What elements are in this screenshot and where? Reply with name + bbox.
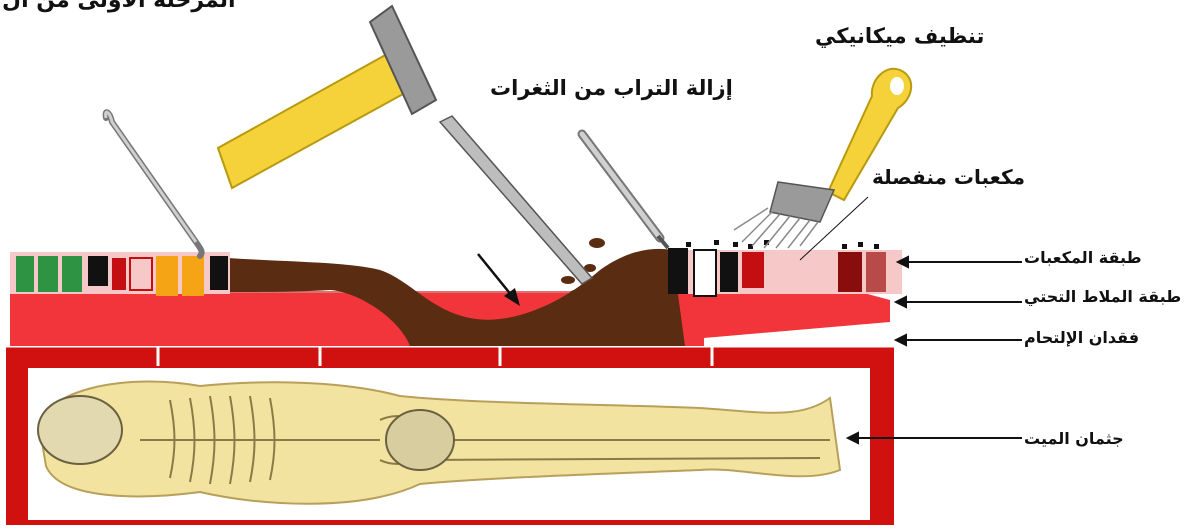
hammer-icon bbox=[218, 6, 436, 188]
spatula-icon bbox=[582, 134, 668, 248]
dental-pick-left-icon bbox=[106, 112, 202, 256]
label-tesserae-layer: طبقة المكعبات bbox=[1024, 248, 1142, 267]
label-loss-of-cohesion: فقدان الإلتحام bbox=[1024, 328, 1139, 347]
label-bedding-mortar: طبقة الملاط التحتي bbox=[1024, 287, 1181, 306]
label-mechanical-cleaning: تنظيف ميكانيكي bbox=[815, 24, 984, 48]
tesserae-layer-left bbox=[10, 252, 230, 296]
label-body: جثمان الميت bbox=[1024, 429, 1124, 448]
tesserae-layer-right bbox=[668, 240, 902, 296]
label-dust-removal: إزالة التراب من الثغرات bbox=[490, 76, 733, 100]
diagram-title: المرحلة الأولى من ال bbox=[2, 0, 236, 13]
chisel-icon bbox=[440, 116, 592, 284]
label-loose-tesserae: مكعبات منفصلة bbox=[872, 165, 1025, 189]
brush-icon bbox=[734, 69, 911, 248]
loose-tessera-flecks bbox=[686, 240, 879, 249]
